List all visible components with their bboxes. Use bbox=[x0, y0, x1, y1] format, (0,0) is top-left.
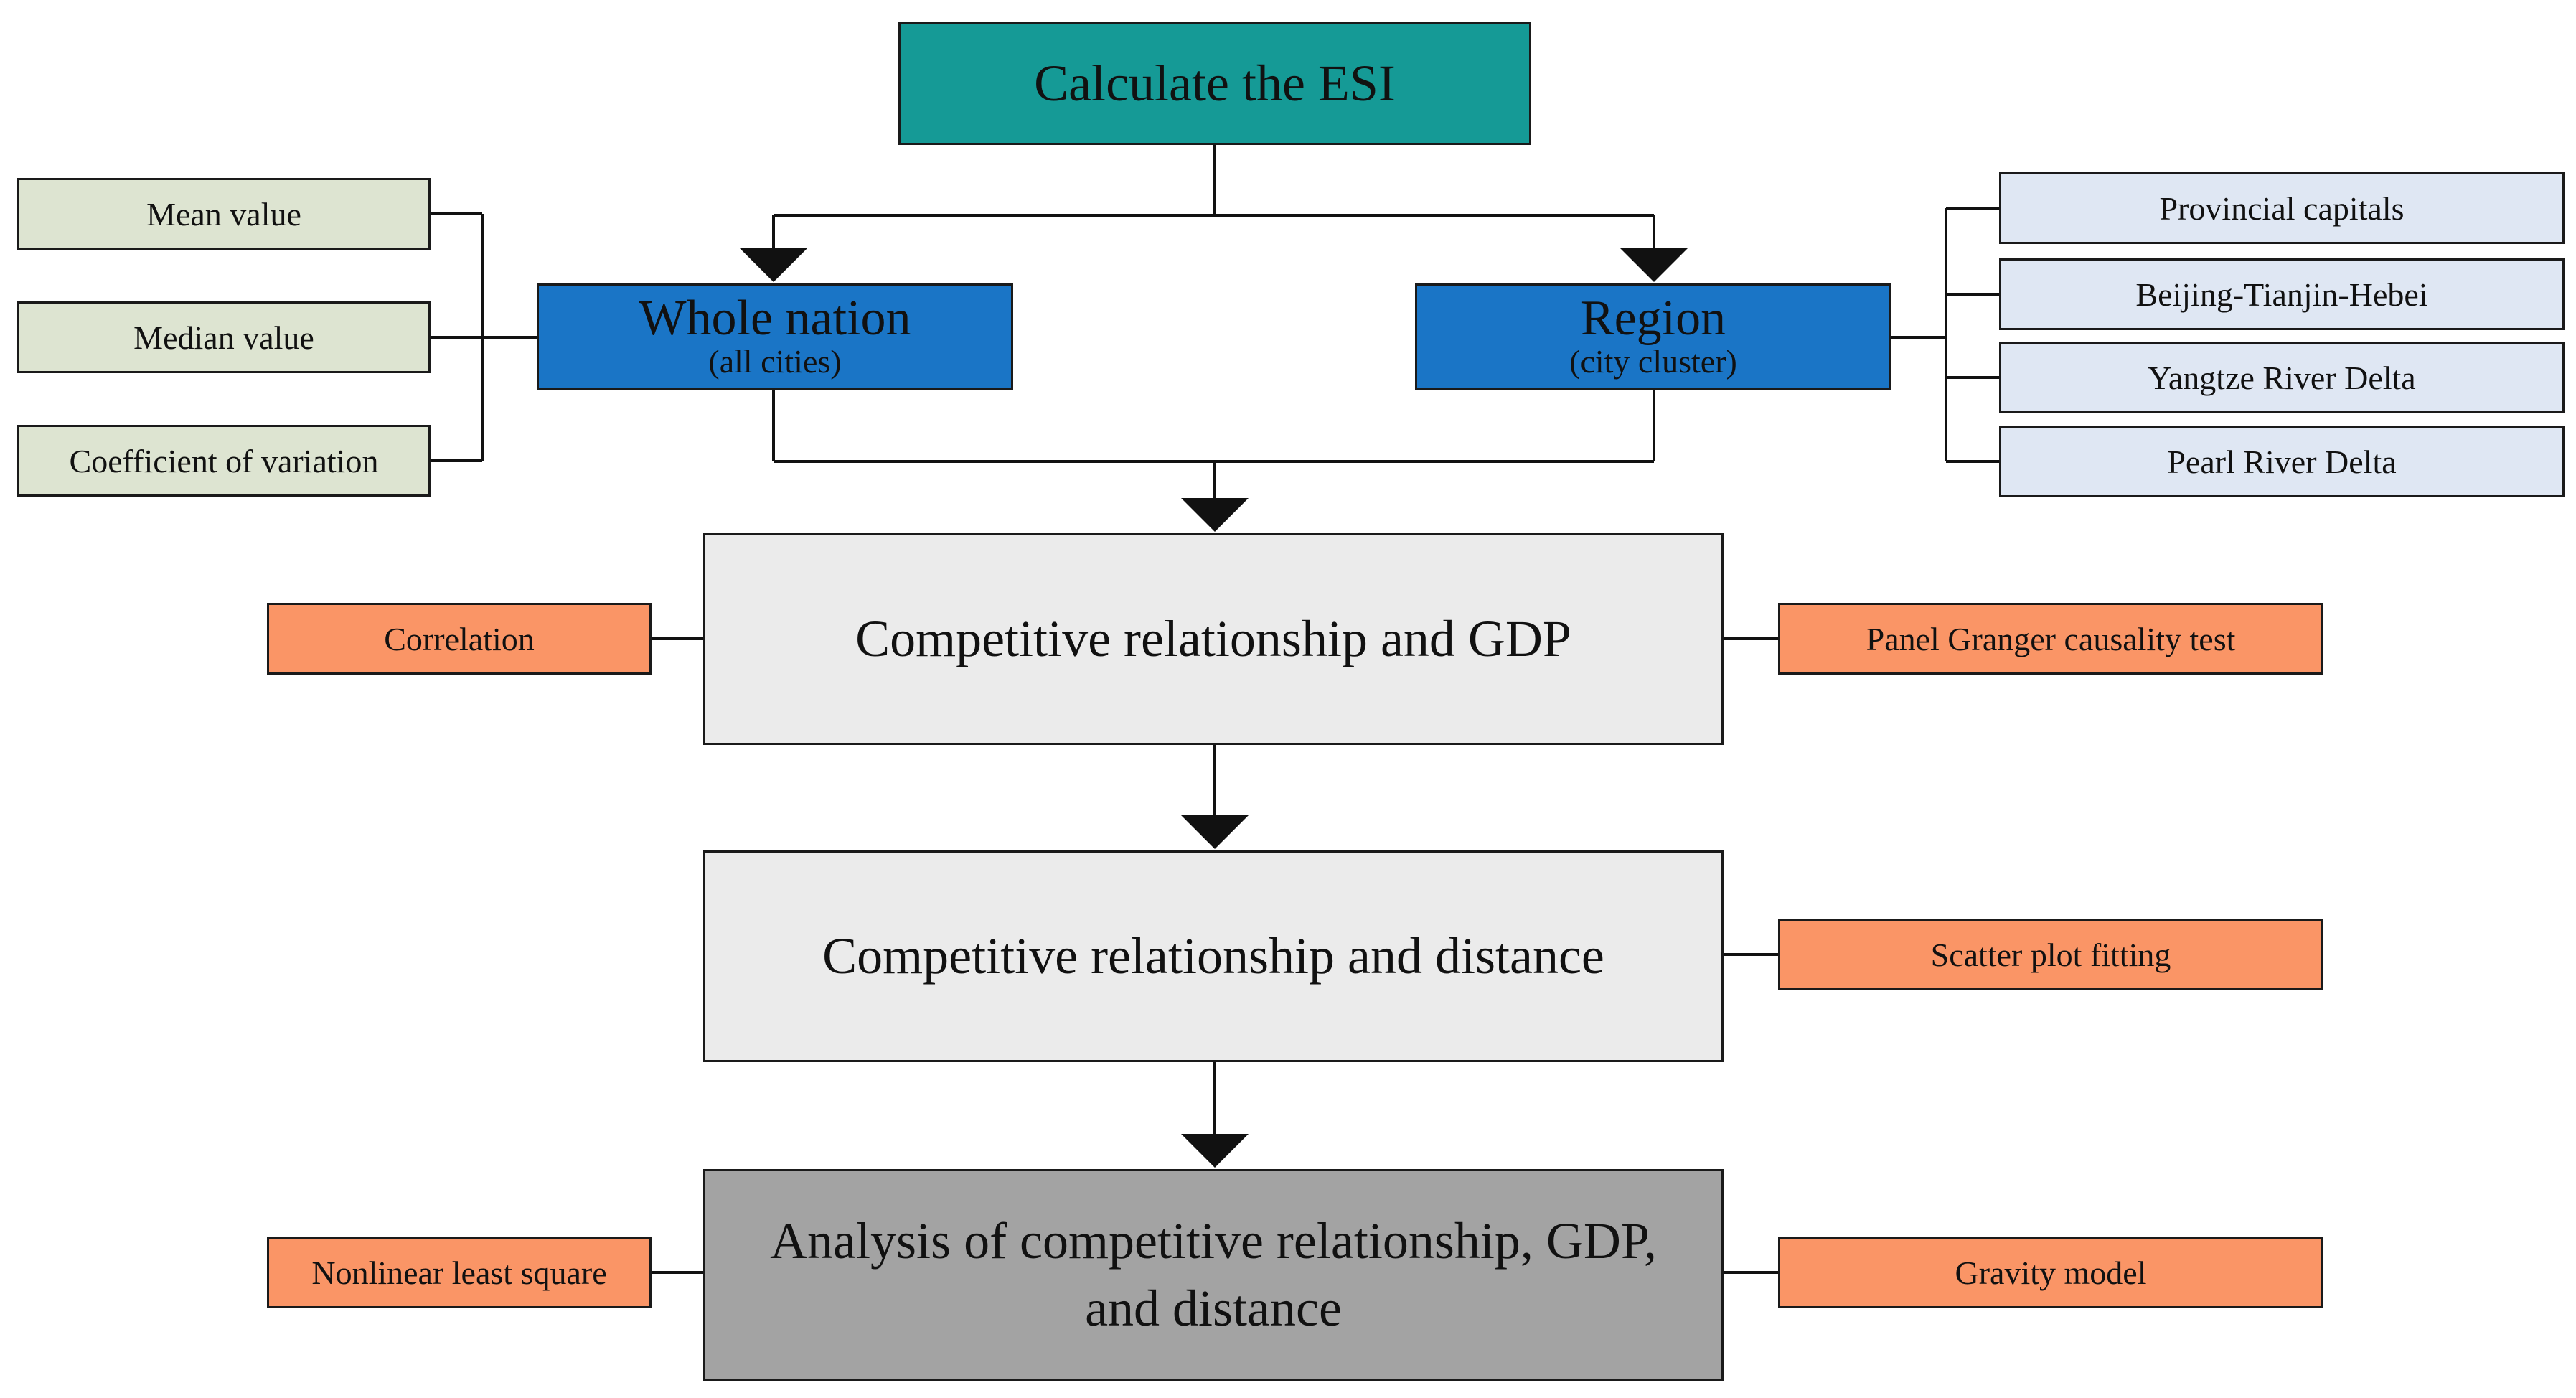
yangtze-river-delta-box: Yangtze River Delta bbox=[1999, 342, 2565, 413]
scatter-plot-fitting-box: Scatter plot fitting bbox=[1778, 919, 2323, 990]
stage-analysis-label-line2: and distance bbox=[1085, 1279, 1342, 1337]
pearl-river-delta-box: Pearl River Delta bbox=[1999, 426, 2565, 497]
nonlinear-least-square-box: Nonlinear least square bbox=[267, 1237, 652, 1308]
correlation-box: Correlation bbox=[267, 603, 652, 675]
region-subtitle: (city cluster) bbox=[1569, 342, 1737, 380]
calculate-esi-label: Calculate the ESI bbox=[1034, 54, 1396, 112]
gravity-model-box: Gravity model bbox=[1778, 1237, 2323, 1308]
arrowhead-to-stage-1 bbox=[1181, 498, 1249, 532]
gravity-model-label: Gravity model bbox=[1955, 1254, 2147, 1291]
region-box: Region (city cluster) bbox=[1415, 283, 1891, 390]
provincial-capitals-box: Provincial capitals bbox=[1999, 172, 2565, 244]
panel-granger-causality-test-label: Panel Granger causality test bbox=[1866, 620, 2236, 657]
arrowhead-to-stage-3 bbox=[1181, 1134, 1249, 1168]
beijing-tianjin-hebei-label: Beijing-Tianjin-Hebei bbox=[2135, 276, 2428, 313]
nonlinear-least-square-label: Nonlinear least square bbox=[311, 1254, 607, 1291]
arrowhead-to-region bbox=[1620, 248, 1688, 282]
mean-value-box: Mean value bbox=[17, 178, 431, 250]
mean-value-label: Mean value bbox=[146, 195, 301, 233]
median-value-label: Median value bbox=[133, 319, 314, 356]
stage-competition-gdp-box: Competitive relationship and GDP bbox=[703, 533, 1724, 745]
whole-nation-title: Whole nation bbox=[639, 290, 911, 346]
pearl-river-delta-label: Pearl River Delta bbox=[2167, 443, 2397, 480]
whole-nation-subtitle: (all cities) bbox=[708, 342, 842, 380]
region-title: Region bbox=[1580, 290, 1726, 346]
arrowhead-to-stage-2 bbox=[1181, 815, 1249, 849]
beijing-tianjin-hebei-box: Beijing-Tianjin-Hebei bbox=[1999, 258, 2565, 330]
provincial-capitals-label: Provincial capitals bbox=[2159, 189, 2405, 227]
stage-competition-gdp-label: Competitive relationship and GDP bbox=[855, 609, 1571, 667]
coefficient-of-variation-box: Coefficient of variation bbox=[17, 425, 431, 497]
panel-granger-causality-test-box: Panel Granger causality test bbox=[1778, 603, 2323, 675]
calculate-esi-box: Calculate the ESI bbox=[898, 22, 1531, 145]
coefficient-of-variation-label: Coefficient of variation bbox=[69, 442, 379, 479]
stage-competition-distance-label: Competitive relationship and distance bbox=[822, 926, 1604, 985]
median-value-box: Median value bbox=[17, 301, 431, 373]
stage-competition-distance-box: Competitive relationship and distance bbox=[703, 850, 1724, 1062]
arrowhead-to-whole-nation bbox=[740, 248, 807, 282]
stage-analysis-label-line1: Analysis of competitive relationship, GD… bbox=[770, 1211, 1657, 1270]
stage-analysis-box: Analysis of competitive relationship, GD… bbox=[703, 1169, 1724, 1381]
scatter-plot-fitting-label: Scatter plot fitting bbox=[1930, 936, 2171, 973]
whole-nation-box: Whole nation (all cities) bbox=[537, 283, 1013, 390]
yangtze-river-delta-label: Yangtze River Delta bbox=[2148, 359, 2416, 396]
correlation-label: Correlation bbox=[384, 620, 535, 657]
